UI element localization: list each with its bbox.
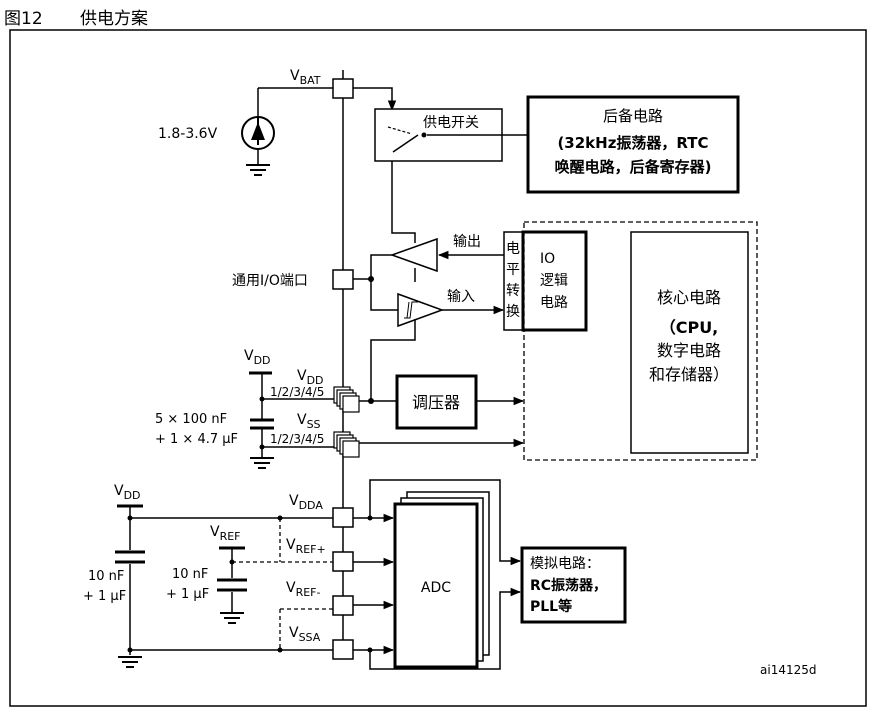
backup-domain-title: 后备电路 (603, 107, 663, 125)
ground-icon (220, 612, 244, 624)
vdd-pin-label: VDD (297, 368, 324, 387)
level-shifter-label-2: 平 (506, 262, 520, 278)
analog-circuit-line3: PLL等 (530, 598, 572, 615)
ground-icon (250, 457, 274, 469)
backup-domain-box (526, 95, 740, 194)
regulator-box (395, 374, 478, 430)
switch-to-io-wire (391, 161, 416, 243)
vref-plus-label: VREF+ (286, 537, 326, 556)
vdd-top-label: VDD (244, 348, 271, 367)
vref-plus-pin (332, 551, 354, 572)
io-logic-label-3: 电路 (540, 295, 568, 311)
analog-cap1-line1: 10 nF (88, 569, 124, 584)
io-logic-label-1: IO (540, 251, 555, 267)
decoupling-caps-line1: 5 × 100 nF (155, 412, 227, 427)
input-label: 输入 (447, 289, 475, 305)
switch-icon (387, 126, 502, 153)
figure-title: 供电方案 (80, 9, 148, 29)
power-switch-label: 供电开关 (423, 115, 479, 131)
ground-icon (118, 656, 142, 668)
ground-icon (246, 164, 270, 176)
adc-box (393, 502, 479, 669)
vbat-to-switch-wire (353, 87, 397, 112)
figure-number: 图12 (4, 9, 43, 29)
core-line2: 数字电路 (657, 341, 721, 360)
io-logic-box (521, 230, 588, 332)
io-supply-wire (370, 319, 416, 400)
core-line1: （CPU, (660, 318, 719, 337)
vssa-label: VSSA (289, 625, 321, 644)
io-port-label: 通用I/O端口 (232, 273, 308, 289)
input-buffer-icon (397, 292, 445, 328)
analog-circuit-box (520, 546, 627, 624)
decoupling-caps-line2: + 1 × 4.7 μF (155, 432, 238, 447)
core-line3: 和存储器） (649, 365, 729, 384)
diagram-frame (9, 29, 867, 707)
vssa-pin (332, 639, 354, 660)
core-circuit-box (630, 231, 749, 454)
vbat-pin (332, 78, 354, 99)
vss-pin-label: VSS (297, 412, 321, 431)
vref-label: VREF (210, 524, 241, 543)
vss-pin-stack (333, 431, 360, 458)
vdda-label: VDDA (289, 493, 323, 512)
analog-capacitor-icon (115, 550, 145, 655)
vdda-to-analog-wire (369, 479, 522, 566)
output-buffer-icon (389, 237, 438, 273)
output-label: 输出 (453, 234, 481, 250)
analog-cap1-line2: + 1 μF (83, 589, 126, 604)
figure-id: ai14125d (760, 663, 816, 677)
vref-minus-label: VREF- (286, 580, 320, 599)
analog-circuit-line1: 模拟电路： (530, 556, 600, 572)
regulator-label: 调压器 (412, 393, 460, 412)
analog-cap2-line1: 10 nF (172, 567, 208, 582)
backup-domain-line2: (32kHz振荡器，RTC (557, 134, 708, 152)
vssa-to-analog-wire (369, 587, 522, 670)
battery-range-label: 1.8-3.6V (158, 126, 218, 142)
io-port-pin (332, 269, 354, 290)
battery-source-icon (241, 87, 333, 165)
core-domain-frame (523, 221, 758, 461)
io-output-wire (370, 254, 392, 279)
vref-minus-pin (332, 595, 354, 616)
backup-domain-line3: 唤醒电路，后备寄存器) (555, 158, 712, 176)
analog-circuit-line2: RC振荡器， (530, 577, 607, 594)
vdd-pin-numbers: 1/2/3/4/5 (270, 385, 324, 399)
analog-vdd-label: VDD (114, 483, 141, 502)
figure-caption: 图12 供电方案 (4, 4, 148, 29)
vdda-pin (332, 507, 354, 528)
io-input-wire (370, 279, 398, 311)
level-shifter-label-4: 换 (506, 303, 520, 320)
level-shifter-label-3: 转 (506, 283, 520, 299)
vdd-pin-stack (333, 386, 360, 413)
vref-capacitor-icon (217, 578, 247, 613)
vss-pin-numbers: 1/2/3/4/5 (270, 432, 324, 446)
level-shifter-label-1: 电 (506, 241, 520, 257)
decoupling-capacitor-icon (250, 399, 274, 458)
core-title: 核心电路 (657, 288, 721, 307)
io-logic-label-2: 逻辑 (540, 273, 568, 289)
analog-cap2-line2: + 1 μF (166, 587, 209, 602)
adc-label: ADC (421, 580, 451, 596)
vbat-label: VBAT (290, 68, 321, 87)
